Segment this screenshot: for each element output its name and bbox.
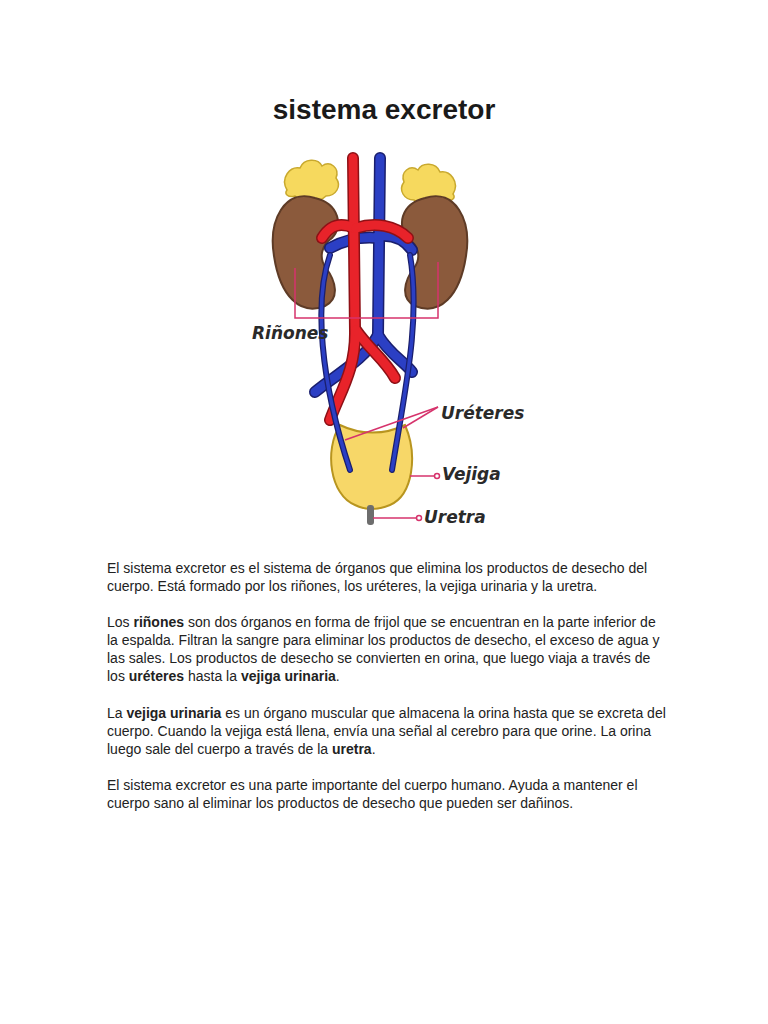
body-text: Los: [107, 614, 130, 630]
leader-lines: [295, 262, 440, 521]
veins: [315, 158, 412, 392]
page-title: sistema excretor: [0, 94, 768, 126]
body-text: .: [336, 668, 340, 684]
body-text: El sistema excretor es el sistema de órg…: [107, 560, 647, 594]
paragraph: La vejiga urinaria es un órgano muscular…: [107, 704, 667, 758]
body-text: La: [107, 705, 123, 721]
body-text: hasta la: [188, 668, 237, 684]
bold-term: vejiga urinaria: [241, 668, 336, 684]
bold-term: uretra: [332, 741, 372, 757]
part-label: Riñones: [252, 323, 328, 343]
ureters: [321, 255, 413, 470]
body-text: El sistema excretor es una parte importa…: [107, 777, 638, 811]
body-text: .: [372, 741, 376, 757]
arteries: [322, 158, 408, 420]
paragraph: Los riñones son dos órganos en forma de …: [107, 613, 667, 685]
bold-term: uréteres: [129, 668, 184, 684]
paragraph: El sistema excretor es el sistema de órg…: [107, 559, 667, 595]
part-label: Uréteres: [441, 403, 524, 423]
part-label: Vejiga: [442, 464, 501, 484]
paragraph: El sistema excretor es una parte importa…: [107, 776, 667, 812]
part-label: Uretra: [424, 507, 486, 527]
bold-term: riñones: [133, 614, 184, 630]
bold-term: vejiga urinaria: [126, 705, 221, 721]
